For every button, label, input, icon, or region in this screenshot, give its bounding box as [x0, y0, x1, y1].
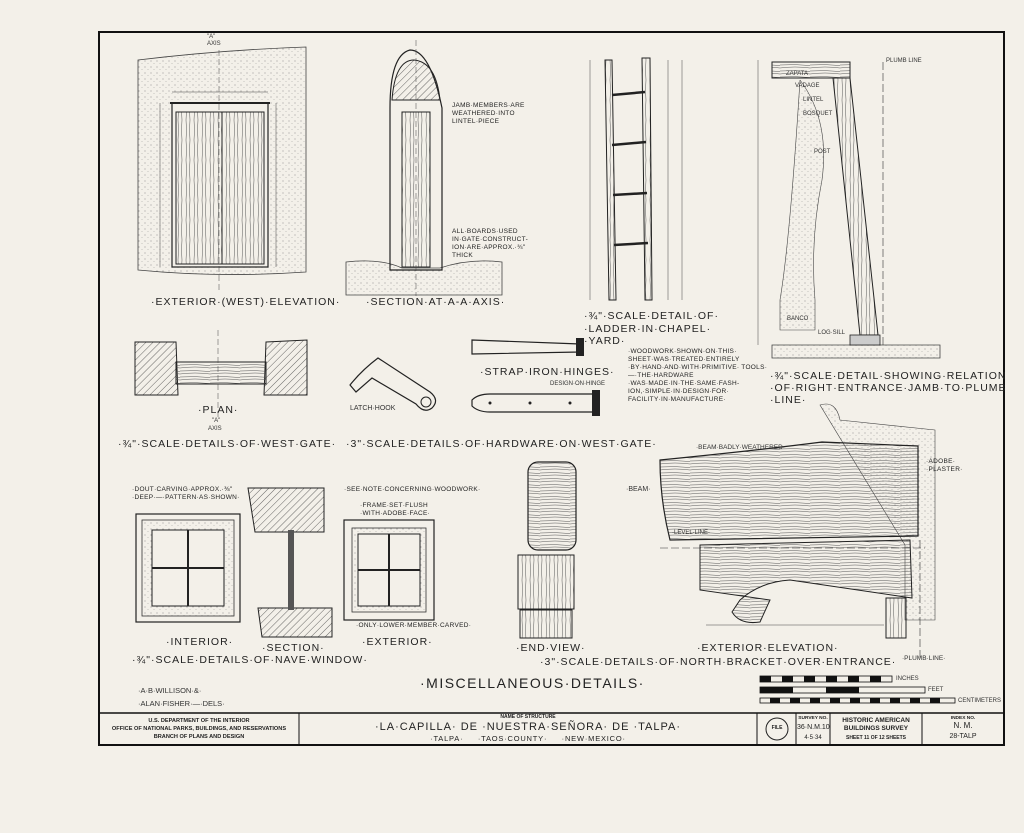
frame-note: ·FRAME·SET·FLUSH ·WITH·ADOBE·FACE·	[360, 502, 431, 517]
exterior-label: ·EXTERIOR·	[362, 636, 433, 648]
index-state: N. M.	[953, 721, 973, 730]
jamb-caption-3: ·LINE·	[770, 394, 807, 406]
log-sill-label: LOG·SILL	[818, 330, 846, 336]
post-label: POST	[814, 149, 831, 155]
plan-label: ·PLAN·	[198, 404, 239, 416]
zapata-label: ZAPATA	[786, 71, 809, 77]
bosquet-label: BOSQUET	[803, 111, 833, 117]
jamb-caption-1: ·¾"·SCALE·DETAIL·SHOWING·RELATION	[770, 370, 1007, 382]
sheet-count: SHEET 11 OF 12 SHEETS	[845, 735, 907, 741]
hardware-caption: ·3"·SCALE·DETAILS·of·HARDWARE·ON·WEST·GA…	[346, 438, 657, 450]
adobe-plaster-label: ·ADOBE· ·PLASTER·	[926, 458, 963, 473]
delineator-line-2: ·ALAN·FISHER·—·DELS·	[138, 699, 225, 708]
bracket-elevation-label: ·EXTERIOR·ELEVATION·	[697, 642, 839, 654]
vadage-label: VADAGE	[795, 83, 820, 89]
interior-label: ·INTERIOR·	[166, 636, 234, 648]
index-label: INDEX NO.	[950, 716, 976, 721]
axis-word: AXIS	[207, 41, 221, 47]
structure-name-label: NAME OF STRUCTURE	[500, 714, 556, 720]
delineator-line-1: ·A·B·WILLISON·&·	[138, 686, 202, 695]
strap-hinges-label: ·STRAP·IRON·HINGES·	[480, 366, 615, 378]
structure-name: ·LA·CAPILLA· DE ·NUESTRA·SEÑORA· DE ·TAL…	[374, 721, 682, 733]
structure-location: ·TALPA· ·TAOS·COUNTY· ·NEW·MEXICO·	[430, 734, 626, 743]
woodwork-reference-note: ·SEE·NOTE·CONCERNING·WOODWORK·	[344, 486, 481, 493]
hinge-design-label: DESIGN·ON·HINGE	[550, 381, 606, 387]
nave-window-exterior	[343, 519, 435, 621]
survey-date: 4·5·34	[804, 735, 822, 741]
gate-hardware	[349, 338, 600, 416]
bracket-plumb-line-label: ·PLUMB·LINE·	[902, 655, 946, 662]
west-gate-details-caption: ·¾"·SCALE·DETAILS·of·WEST·GATE·	[118, 438, 337, 450]
entrance-jamb-detail	[757, 60, 941, 359]
nave-window-section	[247, 487, 333, 638]
section-caption: ·SECTION·AT·A‑A·AXIS·	[366, 296, 506, 308]
banco-label: BANCO	[787, 316, 809, 322]
scale-inches-label: INCHES	[896, 676, 919, 682]
file-seal	[765, 717, 789, 741]
ladder-detail	[589, 57, 683, 301]
end-view-label: ·END·VIEW·	[516, 642, 586, 654]
scale-feet-label: FEET	[928, 687, 944, 693]
carved-member-note: ·ONLY·LOWER·MEMBER·CARVED·	[356, 622, 472, 629]
axis-label: "A"	[207, 34, 216, 40]
survey-label: SURVEY NO.	[798, 716, 828, 721]
agency-line-3: BRANCH OF PLANS AND DESIGN	[153, 734, 245, 740]
lintel-label: LINTEL	[803, 97, 824, 103]
scale-centimeters-label: CENTIMETERS	[958, 698, 1002, 704]
sheet-title: ·MISCELLANEOUS·DETAILS·	[420, 675, 645, 691]
latch-hook-label: LATCH·HOOK	[350, 405, 396, 412]
bracket-caption: ·3"·SCALE·DETAILS·of·NORTH·BRACKET·OVER·…	[540, 656, 897, 668]
bracket-exterior-elevation	[659, 403, 936, 660]
carving-note: ·DOUT·CARVING·APPROX.·⅜" ·DEEP·—·PATTERN…	[132, 486, 240, 501]
west-gate-plan	[134, 330, 308, 420]
jamb-caption-2: ·of·RIGHT·ENTRANCE·JAMB·TO·PLUMB	[770, 382, 1007, 394]
boards-note: ALL·BOARDS·USED IN·GATE·CONSTRUCT- ION·A…	[452, 228, 529, 259]
graphic-scale-bar	[759, 675, 956, 704]
level-line-label: ·LEVEL·LINE·	[672, 530, 711, 536]
gate-section	[345, 40, 503, 296]
agency-line-1: U.S. DEPARTMENT OF THE INTERIOR	[148, 718, 250, 724]
bracket-end-view	[517, 461, 577, 639]
section-label: ·SECTION·	[262, 642, 325, 654]
habs-line-2: BUILDINGS SURVEY	[843, 725, 909, 732]
agency-line-2: OFFICE OF NATIONAL PARKS, BUILDINGS, AND…	[111, 726, 287, 732]
west-elevation-caption: ·EXTERIOR·(WEST)·ELEVATION·	[151, 296, 341, 308]
file-label: FILE	[771, 725, 783, 731]
nave-window-caption: ·¾"·SCALE·DETAILS·of·NAVE·WINDOW·	[132, 654, 368, 666]
jamb-note: JAMB·MEMBERS·ARE WEATHERED·INTO LINTEL·P…	[452, 102, 525, 125]
index-number: 28-TALP	[949, 733, 977, 740]
ladder-caption-1: ·¾"·SCALE·DETAIL·of·	[584, 310, 719, 322]
west-gate-elevation	[137, 46, 307, 290]
ladder-caption-2: ·LADDER·IN·CHAPEL·	[584, 323, 712, 335]
plumb-line-label: PLUMB LINE	[886, 58, 922, 64]
nave-window-interior	[135, 513, 241, 623]
woodwork-note: ·WOODWORK·SHOWN·ON·THIS· SHEET·WAS·TREAT…	[628, 348, 768, 403]
plan-axis-word: AXIS	[208, 426, 222, 432]
beam-weathered-note: ·BEAM·BADLY·WEATHERED·	[696, 444, 785, 451]
beam-label: ·BEAM·	[626, 486, 651, 493]
survey-number: 36·N.M.10	[797, 724, 830, 731]
plan-axis-label: "A"	[212, 418, 221, 424]
habs-line-1: HISTORIC AMERICAN	[842, 717, 910, 724]
ladder-caption-3: ·YARD·	[584, 335, 626, 347]
